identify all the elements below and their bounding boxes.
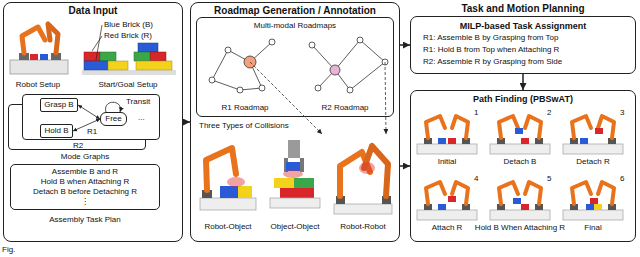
label-text: Attach R: [432, 223, 463, 233]
label-text: Hold B When Attaching R: [475, 223, 565, 233]
robot-object-picture: [200, 148, 256, 210]
label-slot: 3: [620, 108, 624, 118]
frame-picture: [490, 182, 550, 220]
callout-number: 2: [547, 108, 551, 118]
label-slot: 6: [620, 174, 624, 184]
label-slot: Blue Brick (B): [104, 20, 153, 30]
label-text: Task and Motion Planning: [461, 3, 584, 15]
frame-picture: [417, 116, 477, 154]
node-text: R2: [11, 141, 145, 151]
label-slot: 2: [547, 108, 551, 118]
label-text: Transit: [126, 97, 150, 107]
callout-number: 6: [620, 174, 624, 184]
callout-number: 3: [620, 108, 624, 118]
mode-box: Hold B: [40, 124, 73, 138]
label-text: Mode Graphs: [61, 152, 109, 162]
label-text: Detach B: [504, 157, 537, 167]
node-text: MILP-based Task Assignment: [419, 20, 627, 32]
label-slot: Mode Graphs: [61, 152, 109, 162]
label-text: Final: [584, 223, 601, 233]
object-object-picture: [270, 140, 320, 208]
node-text: Grasp B: [44, 100, 74, 110]
label-slot: Three Types of Collisions: [199, 121, 289, 131]
task-plan-box: Assemble B and RHold B when Attaching RD…: [10, 164, 160, 210]
dashed-pointer: [250, 62, 322, 134]
callout-number: 4: [474, 174, 478, 184]
label-slot: Robot-Object: [204, 222, 251, 232]
r2-roadmap-graph: [309, 37, 388, 93]
assignment-box: MILP-based Task AssignmentR1: Assemble B…: [410, 16, 636, 74]
label-text: Object-Object: [271, 222, 320, 232]
label-text: R2 Roadmap: [321, 103, 368, 113]
callout-number: 1: [474, 108, 478, 118]
label-slot: Transit: [126, 97, 150, 107]
label-slot: Initial: [438, 157, 457, 167]
node-text: Hold B: [44, 126, 69, 136]
label-slot: Task and Motion Planning: [461, 3, 584, 15]
node-text-line: Assembly Task Plan: [16, 215, 154, 225]
label-text: ...: [138, 113, 145, 123]
node-text: Multi-modal Roadmaps: [202, 20, 388, 31]
label-slot: 4: [474, 174, 478, 184]
node-text: Roadmap Generation / Annotation: [191, 5, 399, 17]
dashed-pointer: [385, 62, 386, 134]
callout-number: 5: [547, 174, 551, 184]
label-slot: Robot Setup: [16, 80, 60, 90]
frame-picture: [563, 182, 623, 220]
label-text: Three Types of Collisions: [199, 121, 289, 131]
node-text-line: R2: Assemble R by Grasping from Side: [419, 56, 627, 68]
label-slot: R1 Roadmap: [221, 103, 268, 113]
label-text: Blue Brick (B): [104, 20, 153, 30]
label-slot: 5: [547, 174, 551, 184]
mode-box: Free: [100, 112, 127, 126]
label-text: Robot Setup: [16, 80, 60, 90]
label-text: Red Brick (R): [104, 31, 152, 41]
label-slot: Attach R: [432, 223, 463, 233]
label-text: Detach R: [576, 157, 609, 167]
label-slot: R2 Roadmap: [321, 103, 368, 113]
node-text-line: R1: Assemble B by Grasping from Top: [419, 32, 627, 44]
label-slot: Start/Goal Setup: [98, 80, 157, 90]
connector-arrow: [183, 121, 190, 123]
roadmaps-box: Multi-modal Roadmaps: [196, 17, 394, 117]
node-text-line: Hold B when Attaching R: [16, 177, 154, 187]
connector-arrow: [522, 74, 524, 90]
r1-roadmap-graph: [209, 39, 275, 93]
label-slot: Detach R: [576, 157, 609, 167]
connector-arrow: [400, 165, 410, 167]
node-text: Free: [105, 114, 122, 124]
transit-loop: [106, 102, 121, 112]
frame-picture: [490, 116, 550, 154]
label-text: Initial: [438, 157, 457, 167]
label-slot: ...: [138, 113, 145, 123]
label-slot: Red Brick (R): [104, 31, 152, 41]
frame-picture: [563, 116, 623, 154]
node-text-line: Detach B before Detaching R: [16, 187, 154, 197]
node-text: Assemble B and R: [16, 167, 154, 177]
label-slot: Detach B: [504, 157, 537, 167]
label-text: R1 Roadmap: [221, 103, 268, 113]
node-text: Path Finding (PBSwAT): [411, 93, 635, 105]
label-slot: Fig.: [2, 245, 15, 255]
mode-box: Grasp B: [40, 98, 78, 112]
label-slot: Robot-Robot: [340, 222, 385, 232]
node-text-line: ⋮: [16, 197, 154, 207]
label-slot: Final: [584, 223, 601, 233]
label-text: Start/Goal Setup: [98, 80, 157, 90]
connector-arrow: [400, 44, 410, 46]
robot-setup-picture: [10, 24, 68, 74]
node-text-line: R1: Hold B from Top when Attaching R: [419, 44, 627, 56]
connector-arrow: [78, 105, 100, 119]
node-text: Data Input: [4, 5, 182, 17]
label-slot: Hold B When Attaching R: [475, 223, 565, 233]
label-text: Robot-Object: [204, 222, 251, 232]
brick-setup-picture: [82, 25, 176, 75]
label-slot: Object-Object: [271, 222, 320, 232]
connector-arrow: [73, 119, 100, 131]
frame-picture: [417, 182, 477, 220]
robot-robot-picture: [334, 146, 392, 214]
label-text: Robot-Robot: [340, 222, 385, 232]
label-text: Fig.: [2, 245, 15, 255]
label-slot: 1: [474, 108, 478, 118]
